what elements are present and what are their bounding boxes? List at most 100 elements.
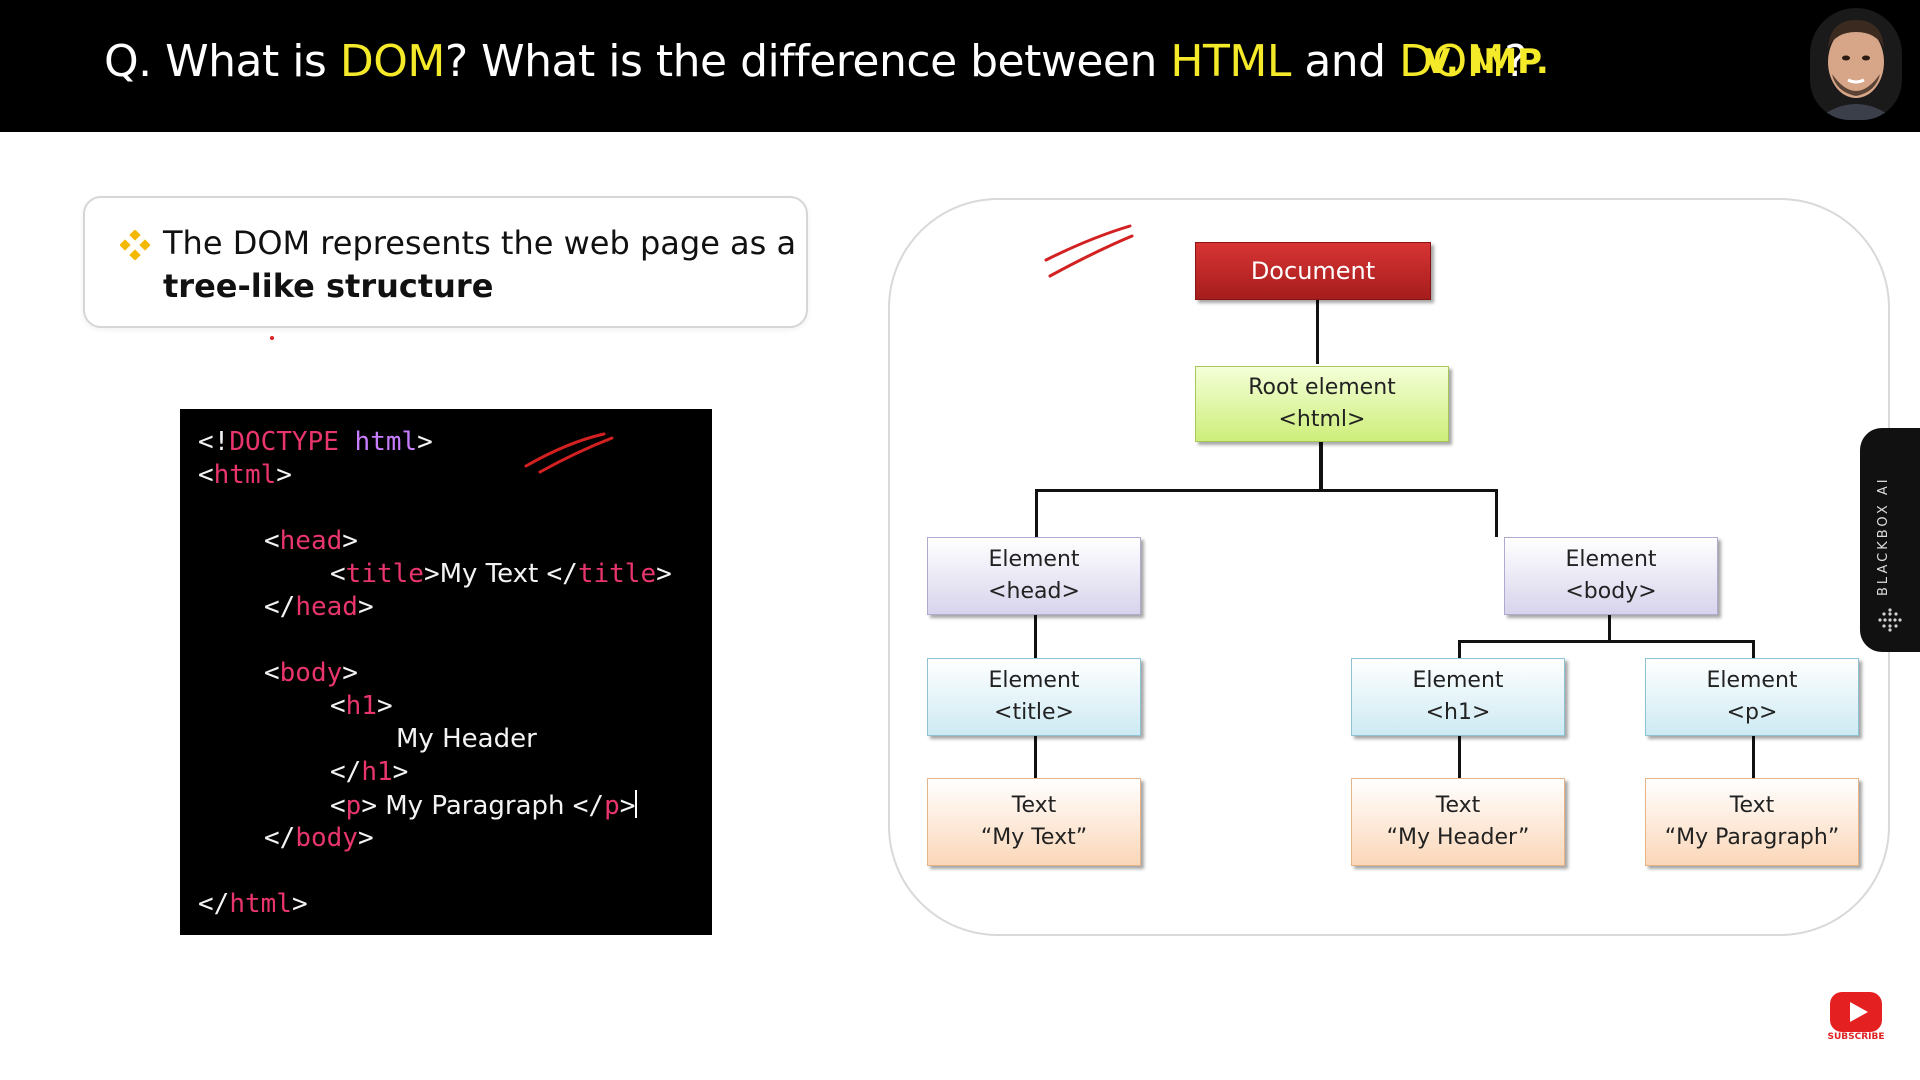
connector-line — [1752, 640, 1755, 658]
code-line: </head> — [264, 592, 374, 622]
slide-title: Q. What is DOM? What is the difference b… — [104, 36, 1527, 87]
code-tag-name: head — [295, 592, 358, 622]
h1-element-node: Element <h1> — [1351, 658, 1565, 736]
code-punctuation: < — [198, 460, 214, 490]
connector-line — [1035, 489, 1497, 492]
code-attribute: html — [354, 427, 418, 457]
code-line: </h1> — [330, 757, 408, 787]
code-line: </html> — [198, 889, 308, 919]
annotation-dot — [270, 336, 274, 340]
red-annotation-scribble — [524, 432, 614, 474]
code-line: <body> — [264, 658, 358, 688]
connector-line — [1034, 614, 1037, 658]
callout-bold-line: tree-like structure — [163, 267, 494, 305]
red-annotation-scribble — [1044, 224, 1134, 278]
code-tag-name: body — [295, 823, 358, 853]
node-tag: <h1> — [1425, 700, 1491, 725]
code-punctuation: < — [330, 791, 346, 821]
code-punctuation: > — [357, 592, 374, 622]
dom-tree-diagram: Document Root element <html> Element <he… — [888, 198, 1890, 936]
code-line: My Header — [396, 724, 537, 754]
code-line: <title>My Text </title> — [330, 559, 672, 589]
node-label: Element — [988, 547, 1080, 572]
body-element-node: Element <body> — [1504, 537, 1718, 615]
title-element-node: Element <title> — [927, 658, 1141, 736]
node-text: “My Text” — [980, 825, 1088, 850]
node-label: Text — [1011, 793, 1057, 818]
connector-line — [1458, 640, 1754, 643]
code-tag-name: title — [577, 559, 657, 589]
code-punctuation: < — [264, 658, 280, 688]
title-highlight-html: HTML — [1170, 36, 1291, 87]
blackbox-ai-tab[interactable]: BLACKBOX AI — [1860, 428, 1920, 652]
html-code-panel: <!DOCTYPE html><html><head><title>My Tex… — [180, 409, 712, 935]
node-label: Element — [988, 668, 1080, 693]
code-punctuation: </ — [572, 791, 605, 821]
code-text: My Paragraph — [376, 791, 573, 821]
code-punctuation: </ — [264, 592, 296, 622]
code-text: My Header — [396, 724, 537, 754]
text-node-h1: Text “My Header” — [1351, 778, 1565, 866]
node-tag: <title> — [994, 700, 1074, 725]
connector-line — [1458, 736, 1461, 778]
code-line: <p> My Paragraph </p> — [330, 790, 638, 821]
node-label: Element — [1706, 668, 1798, 693]
definition-callout: The DOM represents the web page as a tre… — [83, 196, 808, 328]
title-highlight-dom: DOM — [339, 36, 445, 87]
connector-line — [1034, 736, 1037, 778]
code-punctuation: <! — [198, 427, 230, 457]
text-node-p: Text “My Paragraph” — [1645, 778, 1859, 866]
code-tag-name: h1 — [345, 691, 377, 721]
node-tag: <head> — [988, 579, 1080, 604]
code-tag-name: html — [213, 460, 277, 490]
title-highlight-dom: DOM — [1399, 36, 1505, 87]
blackbox-ai-label: BLACKBOX AI — [1876, 476, 1891, 596]
code-line: <head> — [264, 526, 358, 556]
code-line: </body> — [264, 823, 374, 853]
root-element-node: Root element <html> — [1195, 366, 1449, 442]
youtube-subscribe-icon[interactable] — [1828, 986, 1884, 1042]
title-bar: Q. What is DOM? What is the difference b… — [0, 0, 1920, 132]
code-punctuation: > — [656, 559, 672, 589]
code-punctuation: > — [392, 757, 409, 787]
callout-line: The DOM represents the web page as a — [163, 224, 797, 262]
connector-line — [1035, 489, 1038, 537]
code-punctuation: > — [291, 889, 308, 919]
text-cursor — [635, 790, 638, 818]
code-punctuation: > — [342, 658, 358, 688]
code-punctuation: </ — [198, 889, 230, 919]
code-punctuation: </ — [330, 757, 362, 787]
connector-line — [1752, 736, 1755, 778]
code-punctuation: > — [342, 526, 358, 556]
node-text: “My Header” — [1386, 825, 1530, 850]
node-label: Document — [1250, 257, 1376, 285]
node-label: Element — [1565, 547, 1657, 572]
code-tag-name: h1 — [361, 757, 393, 787]
importance-badge: V. IMP. — [1424, 42, 1549, 82]
code-punctuation: > — [376, 691, 393, 721]
code-punctuation: > — [423, 559, 440, 589]
code-tag-name: p — [345, 791, 362, 821]
code-tag-name: p — [604, 791, 620, 821]
subscribe-label[interactable]: SUBSCRIBE — [1827, 1032, 1885, 1042]
p-element-node: Element <p> — [1645, 658, 1859, 736]
code-punctuation: </ — [264, 823, 296, 853]
code-tag-name: html — [229, 889, 292, 919]
presenter-avatar — [1810, 8, 1902, 120]
blackbox-logo-icon — [1878, 608, 1902, 632]
connector-line — [1458, 640, 1461, 658]
code-punctuation: > — [361, 791, 377, 821]
title-part: ? — [1504, 36, 1527, 87]
text-node-title: Text “My Text” — [927, 778, 1141, 866]
code-tag-name: body — [279, 658, 343, 688]
code-line: <html> — [198, 460, 292, 490]
node-label: Text — [1729, 793, 1775, 818]
code-keyword: DOCTYPE — [229, 427, 339, 457]
title-part: Q. What is — [104, 36, 340, 87]
node-tag: <p> — [1726, 700, 1778, 725]
code-punctuation — [339, 427, 355, 457]
connector-line — [1319, 440, 1323, 490]
title-part: ? What is the difference between — [444, 36, 1171, 87]
connector-line — [1495, 489, 1498, 537]
code-punctuation: > — [417, 427, 433, 457]
